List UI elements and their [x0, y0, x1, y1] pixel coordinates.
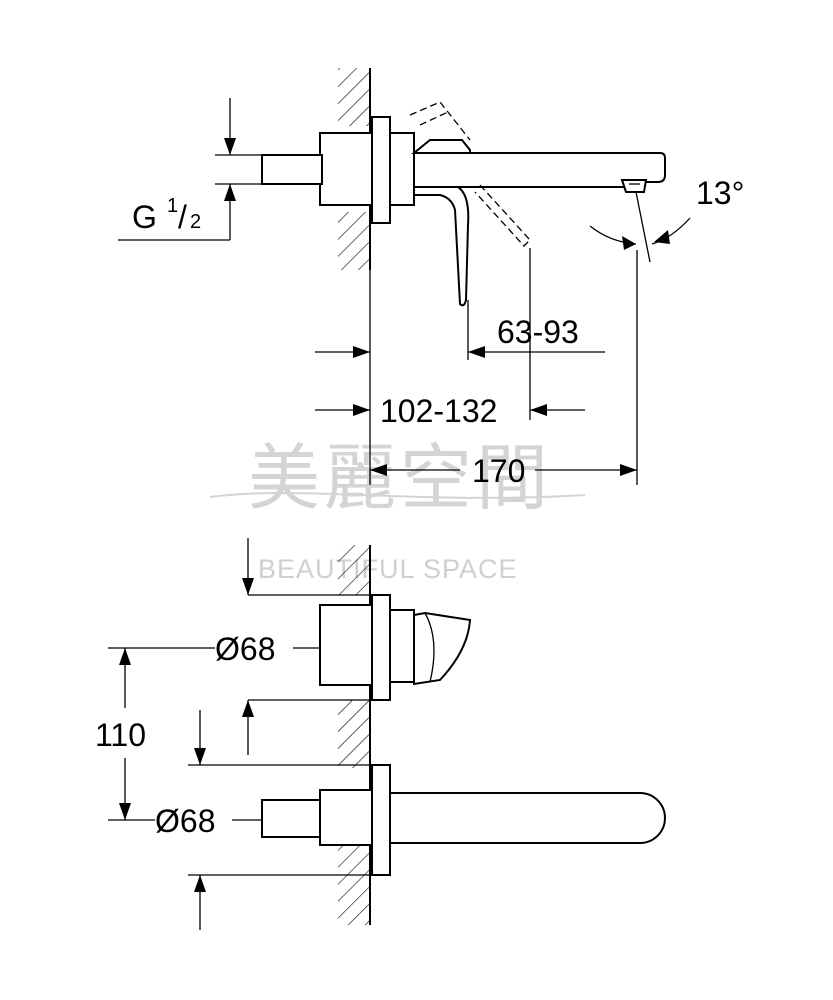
projection-label: 63-93	[497, 314, 579, 350]
escutcheon-plate-top	[371, 116, 391, 224]
wall-section-bottom	[338, 545, 371, 925]
rough-in-body-mixer	[319, 604, 373, 686]
handle-plan	[413, 611, 472, 686]
side-view: 13° G 1 / 2 63-93	[118, 68, 744, 489]
thread-sub: 2	[190, 211, 201, 233]
dimension-spout-length: 170	[370, 453, 637, 489]
wall-section-top	[338, 68, 371, 270]
center-distance-label: 110	[95, 717, 146, 753]
escutcheon-plate-mixer	[371, 594, 391, 701]
front-block-top	[389, 132, 415, 206]
lever-handle	[413, 186, 470, 307]
escutcheon-bottom-label: Ø68	[155, 803, 215, 839]
aerator	[620, 179, 648, 193]
svg-text:/: /	[178, 199, 187, 235]
spout-plan	[389, 792, 666, 844]
spout-side	[413, 152, 666, 188]
dimension-escutcheon-top: Ø68	[108, 538, 372, 755]
dimension-wall-distance: 102-132	[315, 393, 585, 429]
escutcheon-plate-spout	[371, 764, 391, 876]
escutcheon-top-label: Ø68	[215, 631, 275, 667]
dimension-projection: 63-93	[315, 314, 605, 358]
dimension-thread: G 1 / 2	[118, 98, 262, 241]
wall-distance-label: 102-132	[380, 393, 497, 429]
rough-in-body-top	[319, 132, 373, 206]
angle-label: 13°	[696, 175, 744, 211]
dimension-escutcheon-bottom: Ø68	[155, 710, 372, 930]
dimension-center-distance: 110	[95, 648, 155, 821]
pipe-stub-spout	[261, 799, 323, 838]
watermark-latin: BEAUTIFUL SPACE	[258, 554, 518, 584]
rough-in-body-spout	[319, 789, 373, 846]
watermark: 美麗空間 BEAUTIFUL SPACE	[209, 436, 586, 584]
handle-knob	[411, 139, 471, 154]
plan-view: Ø68 110 Ø68	[95, 538, 666, 930]
thread-label: G	[132, 199, 157, 235]
watermark-cjk: 美麗空間	[248, 436, 552, 520]
thread-sup: 1	[167, 195, 178, 217]
spout-length-label: 170	[472, 453, 525, 489]
pipe-stub-top	[261, 154, 323, 185]
front-block-mixer	[389, 609, 415, 683]
